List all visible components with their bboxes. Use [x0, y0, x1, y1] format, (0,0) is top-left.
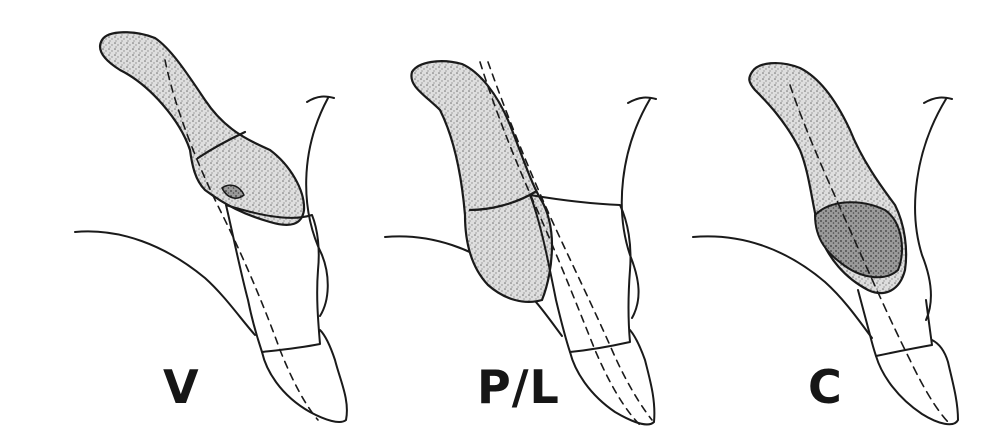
- panel-label-c: C: [808, 360, 843, 414]
- panel-v-lip-line: [306, 97, 334, 316]
- panel-pl-lip-line: [622, 98, 656, 318]
- panel-label-v: V: [163, 360, 200, 414]
- panel-c-crown-region: [815, 202, 902, 277]
- panel-v-upper-tooth: [100, 32, 304, 225]
- panel-v-lower-crown: [262, 330, 347, 422]
- panel-v-drawing: [75, 32, 347, 422]
- panel-c-lower-tooth: [858, 290, 932, 356]
- panel-pl-lower-crown: [570, 330, 654, 424]
- panel-pl-upper-tooth: [411, 61, 552, 302]
- panel-v-gum-line: [75, 231, 255, 335]
- panel-label-pl: P/L: [477, 360, 560, 414]
- panel-c-lip-line: [915, 98, 952, 320]
